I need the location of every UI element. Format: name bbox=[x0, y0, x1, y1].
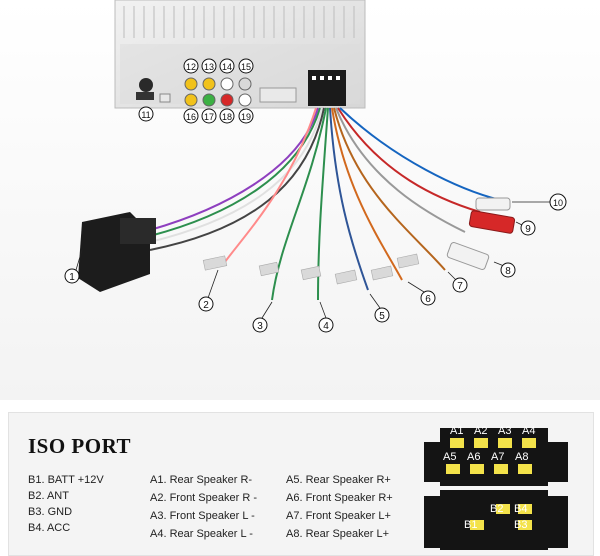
a5-label: A5. Rear Speaker R+ bbox=[286, 474, 391, 486]
a8-label: A8. Rear Speaker L+ bbox=[286, 528, 390, 540]
callout-14: 14 bbox=[219, 58, 235, 74]
pin-a2: A2 bbox=[474, 425, 487, 437]
callout-5: 5 bbox=[374, 307, 390, 323]
callout-19: 19 bbox=[238, 108, 254, 124]
a4-label: A4. Rear Speaker L - bbox=[150, 528, 253, 540]
a2-label: A2. Front Speaker R - bbox=[150, 492, 257, 504]
pin-b4: B4 bbox=[514, 503, 527, 515]
iso-harness-connector bbox=[78, 212, 156, 292]
callout-4-label: 4 bbox=[323, 321, 329, 332]
callout-1-label: 1 bbox=[69, 272, 75, 283]
pin-b1: B1 bbox=[464, 519, 477, 531]
rca-plug-white bbox=[446, 241, 490, 271]
wire-bundle bbox=[149, 107, 501, 301]
rca-plug-white-2 bbox=[475, 197, 511, 211]
callout-8: 8 bbox=[500, 262, 516, 278]
callout-15-label: 15 bbox=[241, 62, 251, 72]
pin-a6: A6 bbox=[467, 451, 480, 463]
a7-label: A7. Front Speaker L+ bbox=[286, 510, 391, 522]
pin-a1: A1 bbox=[450, 425, 463, 437]
callout-17-label: 17 bbox=[204, 112, 214, 122]
callout-12: 12 bbox=[183, 58, 199, 74]
wiring-harness-photo: 1 2 3 4 5 6 7 8 9 10 11 12 13 14 15 16 1… bbox=[0, 0, 600, 400]
callout-2: 2 bbox=[198, 296, 214, 312]
callout-6: 6 bbox=[420, 290, 436, 306]
callout-9: 9 bbox=[520, 220, 536, 236]
iso-connector-pinout: A1 A2 A3 A4 A5 A6 A7 A8 B2 B4 B1 B3 bbox=[418, 424, 588, 552]
b1-label: B1. BATT +12V bbox=[28, 474, 104, 486]
callout-2-label: 2 bbox=[203, 300, 209, 311]
callout-11: 11 bbox=[138, 106, 154, 122]
callout-10-label: 10 bbox=[553, 198, 563, 208]
callout-3: 3 bbox=[252, 317, 268, 333]
callout-3-label: 3 bbox=[257, 321, 263, 332]
callout-19-label: 19 bbox=[241, 112, 251, 122]
callout-16-label: 16 bbox=[186, 112, 196, 122]
callout-15: 15 bbox=[238, 58, 254, 74]
callout-18-label: 18 bbox=[222, 112, 232, 122]
callout-7-label: 7 bbox=[457, 281, 463, 292]
callout-4: 4 bbox=[318, 317, 334, 333]
pin-a4: A4 bbox=[522, 425, 535, 437]
callout-16: 16 bbox=[183, 108, 199, 124]
pin-a3: A3 bbox=[498, 425, 511, 437]
callout-5-label: 5 bbox=[379, 311, 385, 322]
a6-label: A6. Front Speaker R+ bbox=[286, 492, 393, 504]
pin-b3: B3 bbox=[514, 519, 527, 531]
a3-label: A3. Front Speaker L - bbox=[150, 510, 255, 522]
callout-1: 1 bbox=[64, 268, 80, 284]
pin-a8: A8 bbox=[515, 451, 528, 463]
pin-a7: A7 bbox=[491, 451, 504, 463]
b4-label: B4. ACC bbox=[28, 522, 71, 534]
callout-14-label: 14 bbox=[222, 62, 232, 72]
a1-label: A1. Rear Speaker R- bbox=[150, 474, 253, 486]
head-unit-back-panel bbox=[114, 0, 366, 109]
iso-port-title: ISO PORT bbox=[28, 434, 132, 458]
callout-11-label: 11 bbox=[141, 110, 150, 120]
callout-18: 18 bbox=[219, 108, 235, 124]
callout-12-label: 12 bbox=[186, 62, 196, 72]
b3-label: B3. GND bbox=[28, 506, 73, 518]
callout-6-label: 6 bbox=[425, 294, 431, 305]
callout-13: 13 bbox=[201, 58, 217, 74]
callout-17: 17 bbox=[201, 108, 217, 124]
callout-10: 10 bbox=[549, 193, 567, 211]
callout-8-label: 8 bbox=[505, 266, 511, 277]
b2-label: B2. ANT bbox=[28, 490, 69, 502]
pin-b2: B2 bbox=[490, 503, 503, 515]
callout-7: 7 bbox=[452, 277, 468, 293]
rca-plug-red bbox=[468, 210, 516, 234]
callout-9-label: 9 bbox=[525, 224, 531, 235]
pin-a5: A5 bbox=[443, 451, 456, 463]
callout-13-label: 13 bbox=[204, 62, 214, 72]
